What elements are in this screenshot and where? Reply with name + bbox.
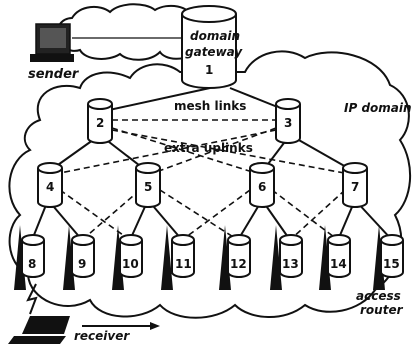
ip-domain-label: IP domain bbox=[344, 101, 412, 115]
receiver-label: receiver bbox=[74, 329, 130, 343]
router-label-11: 11 bbox=[175, 257, 192, 271]
router-label-9: 9 bbox=[78, 257, 86, 271]
router-cylinder-3 bbox=[275, 98, 301, 144]
router-label-8: 8 bbox=[28, 257, 36, 271]
router-cylinder-10 bbox=[119, 234, 143, 278]
access-router-label-line2: router bbox=[360, 303, 404, 317]
gateway-number: 1 bbox=[205, 63, 213, 77]
router-label-7: 7 bbox=[351, 180, 359, 194]
router-cylinder-13 bbox=[279, 234, 303, 278]
router-label-12: 12 bbox=[230, 257, 247, 271]
gateway-line2: gateway bbox=[185, 45, 243, 59]
router-label-3: 3 bbox=[284, 116, 292, 130]
router-label-15: 15 bbox=[383, 257, 400, 271]
router-cylinder-12 bbox=[227, 234, 251, 278]
router-cylinder-1 bbox=[181, 5, 237, 89]
router-cylinder-15 bbox=[380, 234, 404, 278]
router-cylinder-4 bbox=[37, 162, 63, 208]
router-cylinder-7 bbox=[342, 162, 368, 208]
router-label-14: 14 bbox=[330, 257, 347, 271]
gateway-line1: domain bbox=[190, 29, 240, 43]
access-router-label-line1: access bbox=[356, 289, 401, 303]
router-cylinder-5 bbox=[135, 162, 161, 208]
wireless-link-icon bbox=[26, 283, 38, 315]
router-cylinder-14 bbox=[327, 234, 351, 278]
extra-uplinks-label: extra uplinks bbox=[164, 141, 253, 155]
mesh-links-label: mesh links bbox=[174, 99, 246, 113]
movement-arrow-icon bbox=[82, 322, 160, 330]
router-label-2: 2 bbox=[96, 116, 104, 130]
router-cylinder-8 bbox=[21, 234, 45, 278]
router-cylinder-9 bbox=[71, 234, 95, 278]
router-label-13: 13 bbox=[282, 257, 299, 271]
router-label-10: 10 bbox=[122, 257, 139, 271]
router-label-5: 5 bbox=[144, 180, 152, 194]
receiver-laptop-icon bbox=[8, 316, 70, 344]
router-label-6: 6 bbox=[258, 180, 266, 194]
sender-label: sender bbox=[28, 67, 80, 82]
router-cylinder-11 bbox=[171, 234, 195, 278]
router-label-4: 4 bbox=[46, 180, 54, 194]
sender-computer-icon bbox=[30, 23, 74, 62]
router-cylinder-6 bbox=[249, 162, 275, 208]
router-cylinder-2 bbox=[87, 98, 113, 144]
sender-cloud bbox=[57, 3, 197, 61]
